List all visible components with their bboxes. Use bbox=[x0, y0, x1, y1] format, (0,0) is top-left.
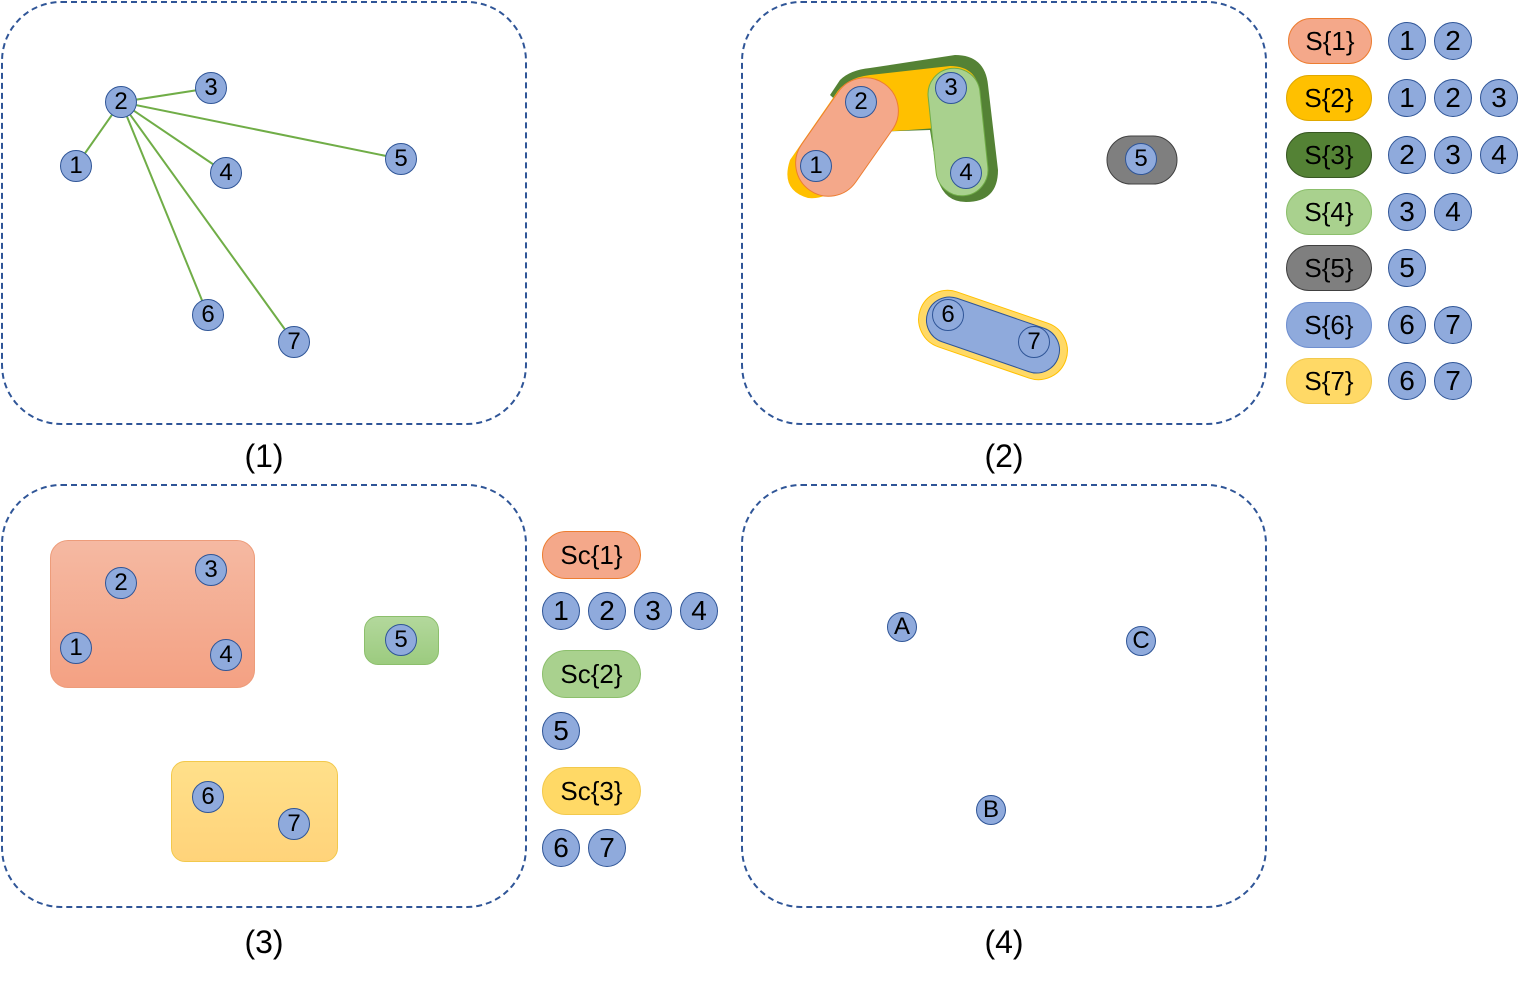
legend-s3-member: 3 bbox=[1434, 136, 1472, 174]
p3-node-5: 5 bbox=[385, 624, 417, 656]
legend-s3-member: 2 bbox=[1388, 136, 1426, 174]
legend-s3-tag: S{3} bbox=[1286, 132, 1372, 178]
legend-s6-member: 7 bbox=[1434, 306, 1472, 344]
legend-sc2-tag: Sc{2} bbox=[542, 650, 641, 698]
p2-node-3: 3 bbox=[935, 72, 967, 104]
legend-s2-member: 3 bbox=[1480, 79, 1518, 117]
legend-s3-member: 4 bbox=[1480, 136, 1518, 174]
legend-s7-member: 6 bbox=[1388, 362, 1426, 400]
cluster-sc3 bbox=[171, 761, 338, 862]
legend-s4-tag: S{4} bbox=[1286, 189, 1372, 235]
legend-sc3-member: 7 bbox=[588, 829, 626, 867]
legend-sc3-member: 6 bbox=[542, 829, 580, 867]
legend-s4-member: 4 bbox=[1434, 193, 1472, 231]
p1-node-2: 2 bbox=[105, 86, 137, 118]
p3-node-7: 7 bbox=[278, 808, 310, 840]
legend-s2-tag: S{2} bbox=[1286, 75, 1372, 121]
legend-sc1-member: 2 bbox=[588, 592, 626, 630]
legend-s1-tag: S{1} bbox=[1288, 18, 1372, 64]
legend-sc2-member: 5 bbox=[542, 712, 580, 750]
p3-node-4: 4 bbox=[210, 639, 242, 671]
legend-s4-member: 3 bbox=[1388, 193, 1426, 231]
edge-2-5 bbox=[120, 101, 402, 160]
legend-sc3-tag: Sc{3} bbox=[542, 767, 641, 815]
legend-s7-tag: S{7} bbox=[1286, 358, 1372, 404]
p1-node-7: 7 bbox=[278, 326, 310, 358]
p2-node-6: 6 bbox=[932, 299, 964, 331]
p2-node-4: 4 bbox=[950, 157, 982, 189]
legend-sc1-member: 1 bbox=[542, 592, 580, 630]
panel-2 bbox=[741, 1, 1267, 425]
p1-node-6: 6 bbox=[192, 299, 224, 331]
p4-node-c: C bbox=[1126, 626, 1156, 656]
p2-node-2: 2 bbox=[845, 86, 877, 118]
legend-s2-member: 1 bbox=[1388, 79, 1426, 117]
legend-s7-member: 7 bbox=[1434, 362, 1472, 400]
p2-node-5: 5 bbox=[1125, 143, 1157, 175]
p2-node-1: 1 bbox=[800, 150, 832, 182]
legend-s1-member: 1 bbox=[1388, 22, 1426, 60]
p1-node-1: 1 bbox=[60, 150, 92, 182]
p3-node-6: 6 bbox=[192, 781, 224, 813]
caption-3: (3) bbox=[244, 924, 284, 960]
caption-4: (4) bbox=[984, 924, 1024, 960]
legend-s6-member: 6 bbox=[1388, 306, 1426, 344]
panel-3 bbox=[1, 484, 527, 908]
edge-2-6 bbox=[120, 101, 209, 316]
p3-node-2: 2 bbox=[105, 567, 137, 599]
legend-s5-member: 5 bbox=[1388, 249, 1426, 287]
legend-s1-member: 2 bbox=[1434, 22, 1472, 60]
p1-node-3: 3 bbox=[195, 72, 227, 104]
edge-2-7 bbox=[120, 101, 295, 343]
legend-s6-tag: S{6} bbox=[1286, 302, 1372, 348]
caption-1: (1) bbox=[244, 438, 284, 474]
panel-4 bbox=[741, 484, 1267, 908]
p4-node-b: B bbox=[976, 795, 1006, 825]
p1-node-4: 4 bbox=[210, 157, 242, 189]
legend-sc1-tag: Sc{1} bbox=[542, 531, 641, 579]
edge-2-4 bbox=[120, 101, 227, 174]
p3-node-1: 1 bbox=[60, 632, 92, 664]
p4-node-a: A bbox=[887, 612, 917, 642]
p2-node-7: 7 bbox=[1018, 326, 1050, 358]
panel-1 bbox=[1, 1, 527, 425]
legend-sc1-member: 3 bbox=[634, 592, 672, 630]
p3-node-3: 3 bbox=[195, 554, 227, 586]
legend-s2-member: 2 bbox=[1434, 79, 1472, 117]
caption-2: (2) bbox=[984, 438, 1024, 474]
p1-node-5: 5 bbox=[385, 143, 417, 175]
legend-s5-tag: S{5} bbox=[1286, 245, 1372, 291]
legend-sc1-member: 4 bbox=[680, 592, 718, 630]
